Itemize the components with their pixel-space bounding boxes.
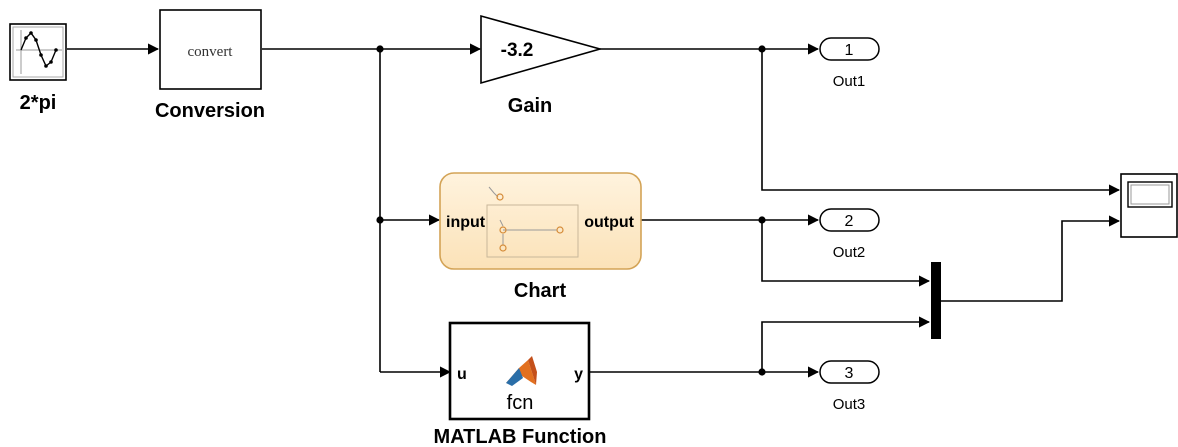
gain-value: -3.2	[501, 40, 534, 61]
matlab-logo-icon	[506, 356, 537, 386]
sine-block-label: 2*pi	[20, 92, 57, 114]
branch-dot	[758, 45, 766, 53]
conversion-inner-text: convert	[188, 44, 234, 60]
outport-2-number: 2	[845, 213, 854, 230]
stateflow-chart-block[interactable]: input output Chart	[439, 172, 642, 302]
branch-dot	[376, 216, 384, 224]
conversion-block-label: Conversion	[155, 100, 265, 122]
line-gain-to-scope[interactable]	[761, 49, 1121, 196]
gain-block[interactable]: -3.2 Gain	[480, 14, 603, 117]
outport-2-label: Out2	[833, 244, 866, 261]
scope-icon	[1127, 181, 1173, 208]
conversion-block[interactable]: convert Conversion	[155, 9, 265, 122]
mux-bar-icon	[931, 262, 941, 339]
outport-1[interactable]: 1 Out1	[819, 37, 880, 90]
stateflow-chart-icon	[486, 186, 579, 258]
gain-block-label: Gain	[508, 95, 552, 117]
matlab-function-input-port: u	[457, 366, 467, 383]
matlab-function-block-label: MATLAB Function	[434, 426, 607, 447]
chart-input-port: input	[446, 214, 486, 231]
outport-3[interactable]: 3 Out3	[819, 360, 880, 413]
sine-wave-icon	[16, 30, 62, 74]
matlab-function-block[interactable]: u y fcn MATLAB Function	[434, 321, 607, 447]
branch-points	[376, 45, 766, 376]
matlab-function-inner-text: fcn	[507, 392, 534, 414]
chart-output-port: output	[584, 214, 634, 231]
line-chart-to-mux[interactable]	[761, 220, 931, 287]
outport-1-number: 1	[845, 42, 854, 59]
signal-lines[interactable]	[67, 43, 1121, 378]
sine-wave-block[interactable]: 2*pi	[9, 23, 67, 114]
line-mux-to-scope[interactable]	[941, 215, 1121, 302]
outport-2[interactable]: 2 Out2	[819, 208, 880, 261]
outport-3-number: 3	[845, 365, 854, 382]
line-fcn-to-mux[interactable]	[761, 316, 931, 372]
outport-3-label: Out3	[833, 396, 866, 413]
branch-dot	[376, 45, 384, 53]
outport-1-label: Out1	[833, 73, 866, 90]
chart-block-label: Chart	[514, 280, 567, 302]
mux-block[interactable]	[931, 262, 941, 339]
branch-dot	[758, 216, 766, 224]
branch-dot	[758, 368, 766, 376]
scope-block[interactable]	[1120, 173, 1178, 238]
matlab-function-output-port: y	[574, 366, 583, 383]
